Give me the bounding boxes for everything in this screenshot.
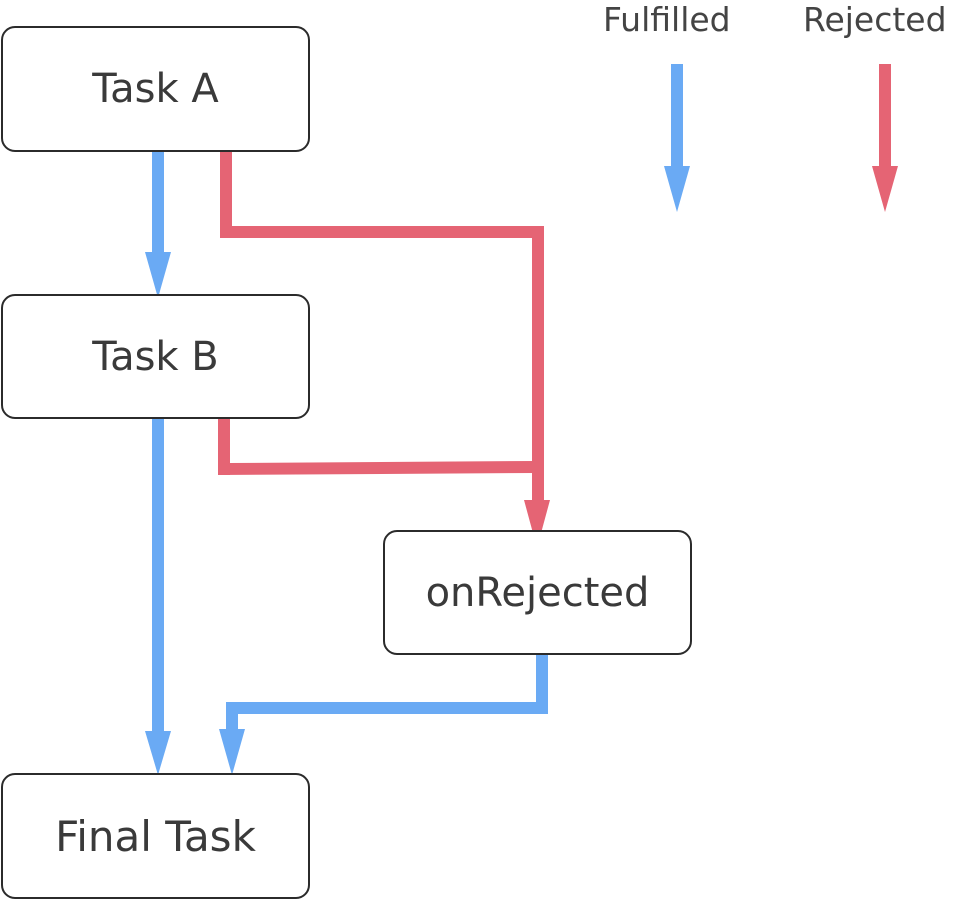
legend-fulfilled-arrow bbox=[664, 64, 690, 212]
on-rejected-node: onRejected bbox=[383, 530, 692, 655]
edge-task-b-to-on-rejected bbox=[218, 413, 536, 475]
task-a-label: Task A bbox=[92, 66, 219, 112]
task-b-label: Task B bbox=[92, 333, 219, 380]
edge-task-a-to-task-b bbox=[145, 152, 171, 298]
on-rejected-label: onRejected bbox=[425, 569, 650, 616]
final-task-node: Final Task bbox=[1, 773, 310, 899]
edge-task-a-to-on-rejected bbox=[220, 152, 550, 548]
legend-fulfilled-label: Fulfilled bbox=[603, 0, 731, 39]
legend-rejected-arrow bbox=[872, 64, 898, 212]
task-a-node: Task A bbox=[1, 26, 310, 152]
fulfilled-edges bbox=[145, 64, 690, 775]
legend-rejected-label: Rejected bbox=[803, 0, 947, 39]
task-b-node: Task B bbox=[1, 294, 310, 419]
edge-on-rejected-to-final-task bbox=[219, 651, 548, 775]
rejected-edges bbox=[218, 64, 898, 548]
final-task-label: Final Task bbox=[55, 811, 256, 861]
edge-task-b-to-final-task bbox=[145, 419, 171, 775]
